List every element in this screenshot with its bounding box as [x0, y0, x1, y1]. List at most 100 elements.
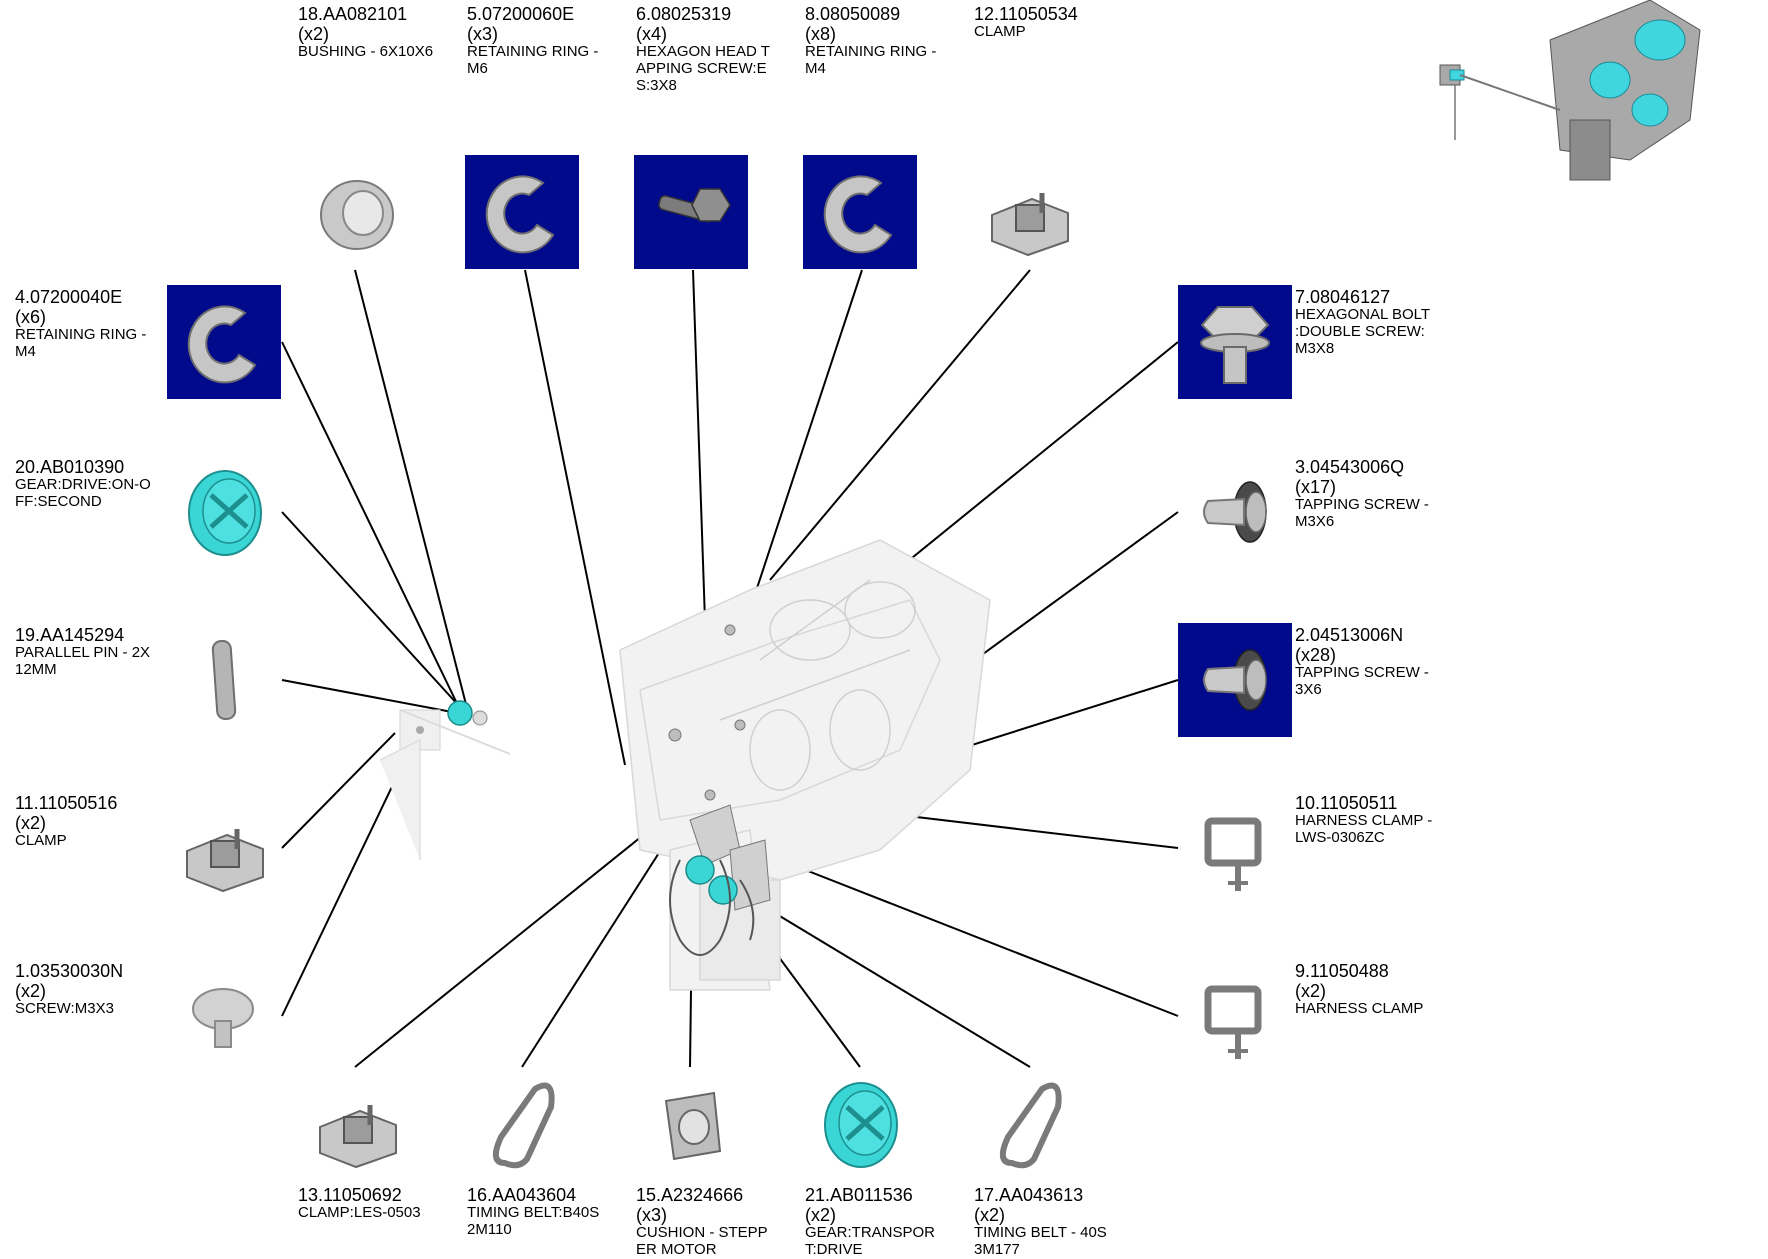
- part-quantity: (x2): [974, 1205, 1005, 1226]
- gear-icon: [803, 1067, 917, 1181]
- cushion-icon: [634, 1067, 748, 1181]
- part-label-5: 5.07200060E(x3)RETAINING RING - M6: [467, 4, 617, 78]
- harness-clamp-icon: [1178, 959, 1292, 1073]
- part-number: 21.AB011536: [805, 1185, 913, 1205]
- part-description: TAPPING SCREW - M3X6: [1295, 496, 1429, 531]
- part-description: SCREW:M3X3: [15, 1000, 114, 1018]
- gear-icon: [167, 455, 281, 569]
- clamp-icon: [167, 791, 281, 905]
- retaining-ring-icon: [465, 155, 579, 269]
- part-quantity: (x2): [15, 813, 46, 834]
- part-quantity: (x28): [1295, 645, 1337, 666]
- part-quantity: (x8): [805, 24, 836, 45]
- part-label-21: 21.AB011536(x2)GEAR:TRANSPOR T:DRIVE: [805, 1185, 955, 1259]
- part-description: HEXAGON HEAD T APPING SCREW:E S:3X8: [636, 43, 770, 94]
- part-number: 12.11050534: [974, 4, 1078, 24]
- part-description: TIMING BELT - 40S 3M177: [974, 1224, 1107, 1259]
- part-number: 5.07200060E: [467, 4, 575, 24]
- part-label-17: 17.AA043613(x2)TIMING BELT - 40S 3M177: [974, 1185, 1124, 1259]
- part-description: RETAINING RING - M6: [467, 43, 599, 78]
- part-quantity: (x3): [636, 1205, 667, 1226]
- part-description: TIMING BELT:B40S 2M110: [467, 1204, 600, 1238]
- part-label-18: 18.AA082101(x2)BUSHING - 6X10X6: [298, 4, 448, 61]
- part-label-3: 3.04543006Q(x17)TAPPING SCREW - M3X6: [1295, 457, 1445, 531]
- part-description: GEAR:DRIVE:ON-O FF:SECOND: [15, 476, 151, 510]
- retaining-ring-icon: [803, 155, 917, 269]
- part-description: RETAINING RING - M4: [15, 326, 147, 361]
- leader-line-part-18: [354, 269, 471, 721]
- part-number: 1.03530030N: [15, 961, 124, 981]
- leader-line-part-12: [769, 269, 1031, 581]
- part-number: 17.AA043613: [974, 1185, 1084, 1205]
- clamp-icon: [300, 1067, 414, 1181]
- part-quantity: (x2): [805, 1205, 836, 1226]
- part-number: 8.08050089: [805, 4, 901, 24]
- part-number: 9.11050488: [1295, 961, 1389, 981]
- leader-line-part-13: [354, 819, 663, 1068]
- part-number: 16.AA043604: [467, 1185, 577, 1205]
- retaining-ring-icon: [167, 285, 281, 399]
- leader-line-part-19: [281, 679, 469, 716]
- leader-line-part-16: [521, 819, 681, 1068]
- leader-line-part-5: [524, 269, 626, 766]
- belt-icon: [972, 1067, 1086, 1181]
- part-description: CLAMP:LES-0503: [298, 1204, 421, 1222]
- part-number: 18.AA082101: [298, 4, 408, 24]
- part-quantity: (x2): [1295, 981, 1326, 1002]
- part-label-9: 9.11050488(x2)HARNESS CLAMP: [1295, 961, 1445, 1018]
- part-description: PARALLEL PIN - 2X 12MM: [15, 644, 151, 678]
- part-label-2: 2.04513006N(x28)TAPPING SCREW - 3X6: [1295, 625, 1445, 699]
- part-label-4: 4.07200040E(x6)RETAINING RING - M4: [15, 287, 165, 361]
- part-label-1: 1.03530030N(x2)SCREW:M3X3: [15, 961, 165, 1018]
- hex-screw-icon: [634, 155, 748, 269]
- part-description: CLAMP: [974, 23, 1026, 41]
- part-label-8: 8.08050089(x8)RETAINING RING - M4: [805, 4, 955, 78]
- part-number: 6.08025319: [636, 4, 732, 24]
- part-description: HARNESS CLAMP - LWS-0306ZC: [1295, 812, 1433, 846]
- part-number: 3.04543006Q: [1295, 457, 1405, 477]
- tapping-screw-icon: [1178, 455, 1292, 569]
- part-number: 13.11050692: [298, 1185, 402, 1205]
- leader-line-part-6: [692, 269, 707, 651]
- part-quantity: (x17): [1295, 477, 1337, 498]
- part-number: 15.A2324666: [636, 1185, 744, 1205]
- part-quantity: (x4): [636, 24, 667, 45]
- part-description: CUSHION - STEPP ER MOTOR: [636, 1224, 768, 1259]
- part-number: 11.11050516: [15, 793, 118, 813]
- part-number: 10.11050511: [1295, 793, 1398, 813]
- part-number: 2.04513006N: [1295, 625, 1404, 645]
- drive-assembly-drawing: [619, 539, 991, 991]
- harness-clamp-icon: [1178, 791, 1292, 905]
- leader-line-part-11: [281, 732, 396, 849]
- part-number: 20.AB010390: [15, 457, 125, 477]
- part-label-6: 6.08025319(x4)HEXAGON HEAD T APPING SCRE…: [636, 4, 786, 95]
- part-quantity: (x2): [15, 981, 46, 1002]
- knob-screw-icon: [167, 959, 281, 1073]
- part-description: HARNESS CLAMP: [1295, 1000, 1424, 1018]
- part-description: BUSHING - 6X10X6: [298, 43, 434, 61]
- part-number: 19.AA145294: [15, 625, 125, 645]
- part-label-11: 11.11050516(x2)CLAMP: [15, 793, 165, 850]
- left-subassembly-drawing: [380, 700, 510, 860]
- part-number: 7.08046127: [1295, 287, 1391, 307]
- leader-line-part-20: [281, 511, 471, 719]
- part-quantity: (x2): [298, 24, 329, 45]
- tapping-screw-icon: [1178, 623, 1292, 737]
- leader-line-part-9: [779, 859, 1179, 1017]
- pin-icon: [167, 623, 281, 737]
- leader-line-part-4: [281, 341, 466, 721]
- part-label-15: 15.A2324666(x3)CUSHION - STEPP ER MOTOR: [636, 1185, 786, 1259]
- clamp-icon: [972, 155, 1086, 269]
- part-quantity: (x6): [15, 307, 46, 328]
- overview-thumbnail: [1439, 0, 1701, 181]
- part-description: GEAR:TRANSPOR T:DRIVE: [805, 1224, 936, 1259]
- leader-line-part-1: [281, 744, 413, 1017]
- bushing-icon: [300, 155, 414, 269]
